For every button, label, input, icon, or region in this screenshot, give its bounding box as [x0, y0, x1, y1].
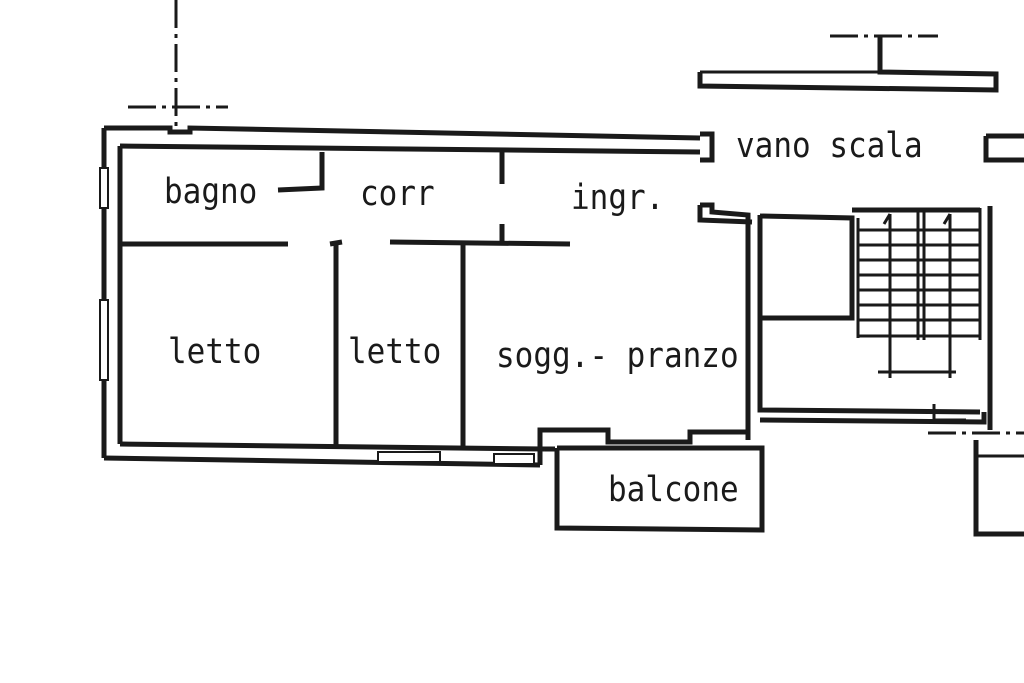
room-label-bagno: bagno	[164, 171, 258, 213]
windows	[99, 167, 535, 465]
room-label-soggiorno-pranzo: sogg.- pranzo	[496, 335, 739, 377]
neighbour-structure	[973, 440, 1024, 537]
room-label-letto-2: letto	[348, 331, 442, 373]
room-label-letto-1: letto	[168, 331, 262, 373]
interior-walls	[122, 150, 571, 448]
room-label-ingresso: ingr.	[571, 177, 665, 219]
room-label-balcone: balcone	[608, 469, 739, 511]
axis-lines	[128, 0, 1024, 435]
stair-steps	[856, 212, 980, 378]
room-label-vano-scala: vano scala	[736, 125, 923, 167]
room-label-corr: corr	[360, 173, 435, 215]
outer-walls	[101, 125, 753, 468]
stair-block	[697, 36, 1024, 430]
balcony	[554, 445, 765, 533]
